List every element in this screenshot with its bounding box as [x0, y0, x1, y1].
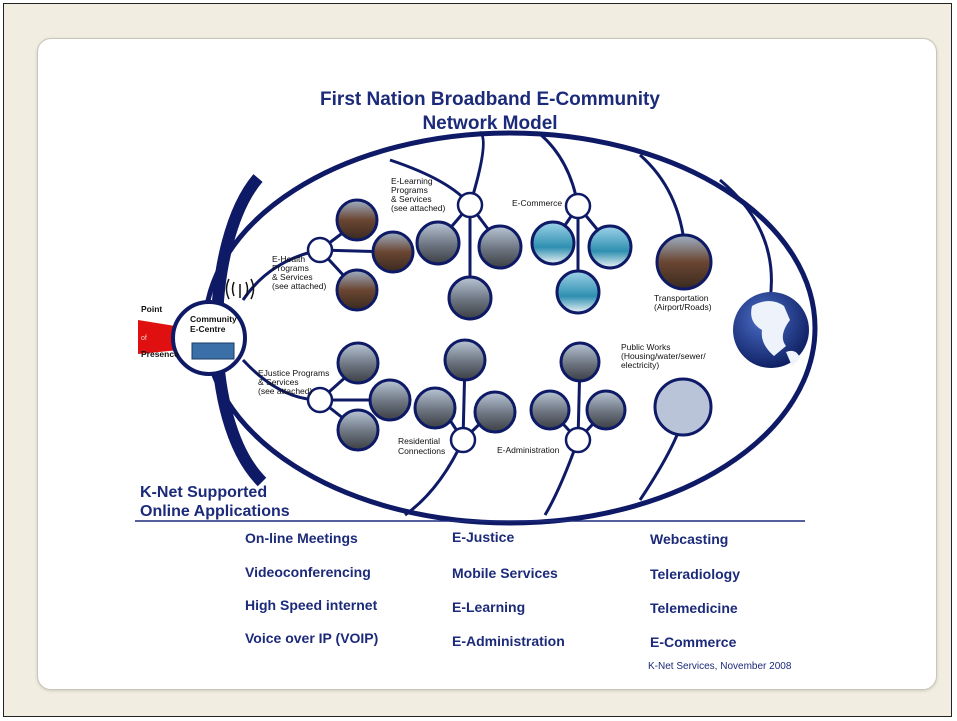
- label-ejustice-3: (see attached): [258, 386, 313, 396]
- eadmin-photo-3: [585, 389, 627, 431]
- ehealth-photo-2: [371, 230, 415, 274]
- label-community-2: E-Centre: [190, 324, 226, 334]
- app-eadministration: E-Administration: [452, 633, 565, 649]
- app-mobile-services: Mobile Services: [452, 565, 558, 581]
- app-teleradiology: Teleradiology: [650, 566, 740, 582]
- label-elearning-4: (see attached): [391, 203, 446, 213]
- credit-line: K-Net Services, November 2008: [648, 661, 792, 672]
- wireless-icon: [225, 278, 255, 300]
- label-ehealth-4: (see attached): [272, 281, 327, 291]
- elearning-photo-2: [477, 224, 523, 270]
- app-ecommerce: E-Commerce: [650, 634, 737, 650]
- app-telemedicine: Telemedicine: [650, 600, 738, 616]
- label-elearning-3: & Services: [391, 194, 432, 204]
- app-webcasting: Webcasting: [650, 531, 729, 547]
- title-line-2: Network Model: [422, 113, 557, 134]
- label-publicworks-1: Public Works: [621, 342, 670, 352]
- label-publicworks-2: (Housing/water/sewer/: [621, 351, 706, 361]
- residential-photo-1: [443, 338, 487, 382]
- label-presence: Presence: [141, 349, 179, 359]
- eadmin-photo-1: [559, 341, 601, 383]
- network-ellipse: [202, 130, 818, 526]
- apps-heading-line-1: K-Net Supported: [140, 484, 268, 501]
- title-line-1: First Nation Broadband E-Community: [320, 89, 660, 110]
- label-of: of: [141, 335, 147, 342]
- label-point: Point: [141, 304, 162, 314]
- connector-lines: [241, 130, 773, 517]
- app-high-speed-internet: High Speed internet: [245, 597, 378, 613]
- app-videoconferencing: Videoconferencing: [245, 564, 371, 580]
- label-elearning-2: Programs: [391, 185, 428, 195]
- ehealth-photo-1: [335, 198, 379, 242]
- publicworks-photo: [653, 377, 713, 437]
- label-ejustice-2: & Services: [258, 377, 299, 387]
- label-elearning-1: E-Learning: [391, 176, 433, 186]
- label-eadmin: E-Administration: [497, 445, 560, 455]
- label-transport-1: Transportation: [654, 293, 709, 303]
- globe-icon: [733, 292, 809, 368]
- app-voip: Voice over IP (VOIP): [245, 630, 379, 646]
- ecommerce-photo-1: [530, 220, 576, 266]
- picture-circles: [335, 198, 713, 452]
- elearning-photo-3: [447, 275, 493, 321]
- hub-circles: [306, 191, 592, 454]
- label-transport-2: (Airport/Roads): [654, 302, 712, 312]
- apps-heading-line-2: Online Applications: [140, 503, 290, 520]
- label-ecommerce: E-Commerce: [512, 198, 562, 208]
- ehealth-photo-3: [335, 268, 379, 312]
- ecommerce-photo-3: [555, 269, 601, 315]
- label-ehealth-1: E-Health: [272, 254, 305, 264]
- label-publicworks-3: electricity): [621, 360, 659, 370]
- label-ejustice-1: EJustice Programs: [258, 368, 329, 378]
- label-community-1: Community: [190, 314, 237, 324]
- elearning-photo-1: [415, 220, 461, 266]
- ejustice-photo-1: [336, 341, 380, 385]
- app-elearning: E-Learning: [452, 599, 526, 615]
- app-ejustice: E-Justice: [452, 529, 515, 545]
- community-ecentre: [171, 300, 247, 376]
- label-residential-2: Connections: [398, 446, 445, 456]
- ecommerce-photo-2: [587, 224, 633, 270]
- ejustice-photo-2: [368, 378, 412, 422]
- label-ehealth-3: & Services: [272, 272, 313, 282]
- residential-photo-3: [473, 390, 517, 434]
- ejustice-photo-3: [336, 408, 380, 452]
- label-ehealth-2: Programs: [272, 263, 309, 273]
- label-residential-1: Residential: [398, 436, 440, 446]
- eadmin-photo-2: [529, 389, 571, 431]
- residential-photo-2: [413, 386, 457, 430]
- transportation-photo: [655, 233, 713, 291]
- app-online-meetings: On-line Meetings: [245, 530, 358, 546]
